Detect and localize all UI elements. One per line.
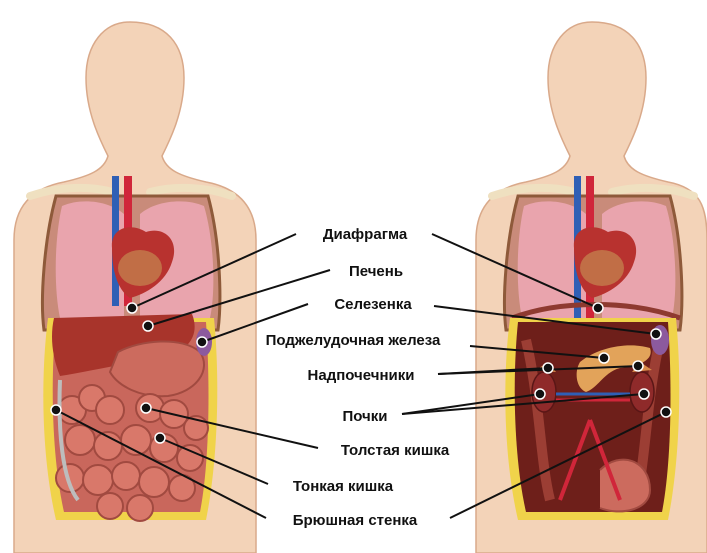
dot-large-intestine: [141, 403, 151, 413]
label-large-intestine: Толстая кишка: [341, 442, 450, 459]
dot-spleen-left: [197, 337, 207, 347]
label-abdominal-wall: Брюшная стенка: [293, 512, 418, 529]
dot-liver: [143, 321, 153, 331]
label-liver: Печень: [349, 263, 403, 280]
right-torso-figure: [476, 22, 707, 553]
dot-diaphragm-right: [593, 303, 603, 313]
dot-adrenal-right: [633, 361, 643, 371]
left-torso-figure: [14, 22, 256, 553]
right-heart-fat: [580, 250, 624, 286]
dot-kidney-left: [535, 389, 545, 399]
label-pancreas: Поджелудочная железа: [266, 332, 441, 349]
label-kidneys: Почки: [342, 408, 387, 425]
dot-kidney-right: [639, 389, 649, 399]
labels: Диафрагма Печень Селезенка Поджелудочная…: [266, 226, 450, 529]
label-spleen: Селезенка: [334, 296, 412, 313]
label-diaphragm: Диафрагма: [323, 226, 408, 243]
left-heart-fat: [118, 250, 162, 286]
dot-pancreas: [599, 353, 609, 363]
dot-abdominal-wall-right: [661, 407, 671, 417]
dot-diaphragm-left: [127, 303, 137, 313]
dot-abdominal-wall-left: [51, 405, 61, 415]
dot-adrenal-left: [543, 363, 553, 373]
dot-small-intestine: [155, 433, 165, 443]
label-adrenals: Надпочечники: [308, 367, 415, 384]
label-small-intestine: Тонкая кишка: [293, 478, 394, 495]
dot-spleen-right: [651, 329, 661, 339]
